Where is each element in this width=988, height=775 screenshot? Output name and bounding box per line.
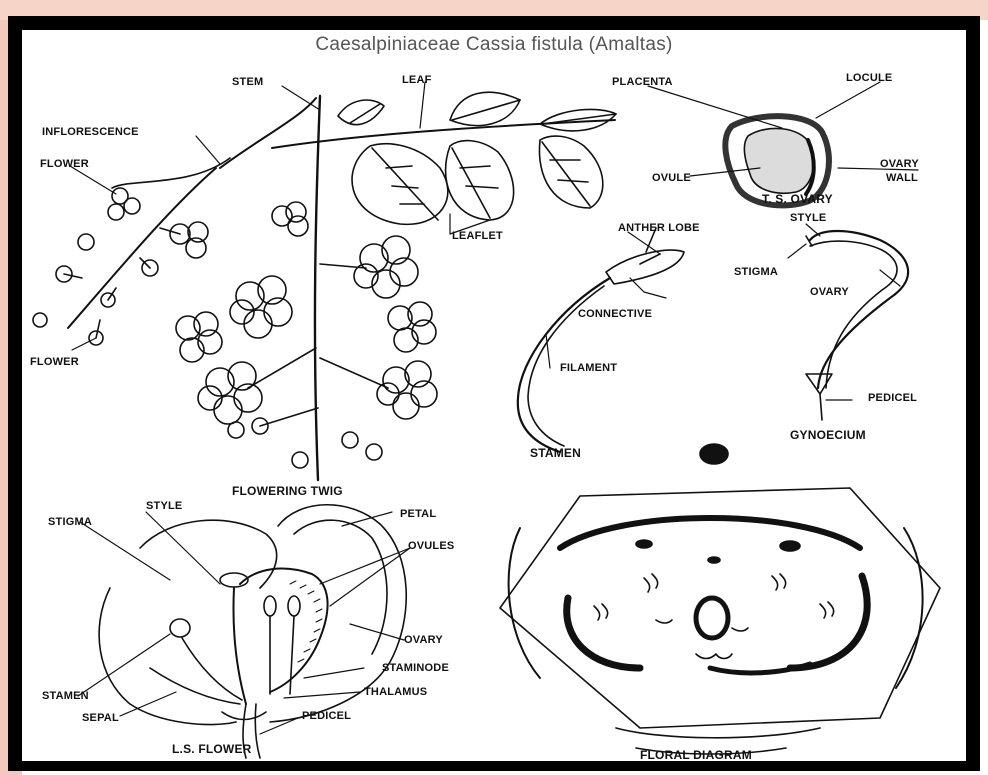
label-ls-pedicel: PEDICEL	[302, 710, 351, 722]
label-ovary-wall-line2: WALL	[886, 172, 918, 184]
stamen-illustration	[518, 228, 684, 452]
caption-floral-diagram: FLORAL DIAGRAM	[640, 748, 752, 762]
label-leaf: LEAF	[402, 74, 432, 86]
label-ls-stigma: STIGMA	[48, 516, 92, 528]
label-placenta: PLACENTA	[612, 76, 673, 88]
caption-flowering-twig: FLOWERING TWIG	[232, 484, 343, 498]
ls-flower-illustration	[99, 505, 406, 758]
label-flower-top: FLOWER	[40, 158, 89, 170]
label-ls-style: STYLE	[146, 500, 182, 512]
plate-title: Caesalpiniaceae Cassia fistula (Amaltas)	[0, 34, 988, 56]
label-ls-ovary: OVARY	[404, 634, 443, 646]
flowering-twig-illustration	[33, 92, 616, 480]
label-stem: STEM	[232, 76, 263, 88]
label-ovary-wall-line1: OVARY	[880, 158, 919, 170]
label-leaflet: LEAFLET	[452, 230, 503, 242]
caption-ls-flower: L.S. FLOWER	[172, 742, 252, 756]
label-gyn-ovary: OVARY	[810, 286, 849, 298]
botanical-plate-drawing	[20, 28, 968, 763]
caption-gynoecium: GYNOECIUM	[790, 428, 866, 442]
label-gyn-stigma: STIGMA	[734, 266, 778, 278]
label-ls-thalamus: THALAMUS	[364, 686, 427, 698]
label-gyn-pedicel: PEDICEL	[868, 392, 917, 404]
caption-stamen: STAMEN	[530, 446, 581, 460]
label-inflorescence: INFLORESCENCE	[42, 126, 139, 138]
label-gyn-style: STYLE	[790, 212, 826, 224]
floral-diagram-illustration	[500, 444, 940, 754]
caption-ts-ovary: T. S. OVARY	[762, 192, 833, 206]
label-ls-petal: PETAL	[400, 508, 436, 520]
label-ls-staminode: STAMINODE	[382, 662, 449, 674]
label-locule: LOCULE	[846, 72, 892, 84]
label-ls-sepal: SEPAL	[82, 712, 119, 724]
label-connective: CONNECTIVE	[578, 308, 652, 320]
label-ls-ovules: OVULES	[408, 540, 454, 552]
label-flower-bottom: FLOWER	[30, 356, 79, 368]
label-filament: FILAMENT	[560, 362, 617, 374]
label-anther-lobe: ANTHER LOBE	[618, 222, 700, 234]
label-ls-stamen: STAMEN	[42, 690, 89, 702]
label-ovule: OVULE	[652, 172, 691, 184]
